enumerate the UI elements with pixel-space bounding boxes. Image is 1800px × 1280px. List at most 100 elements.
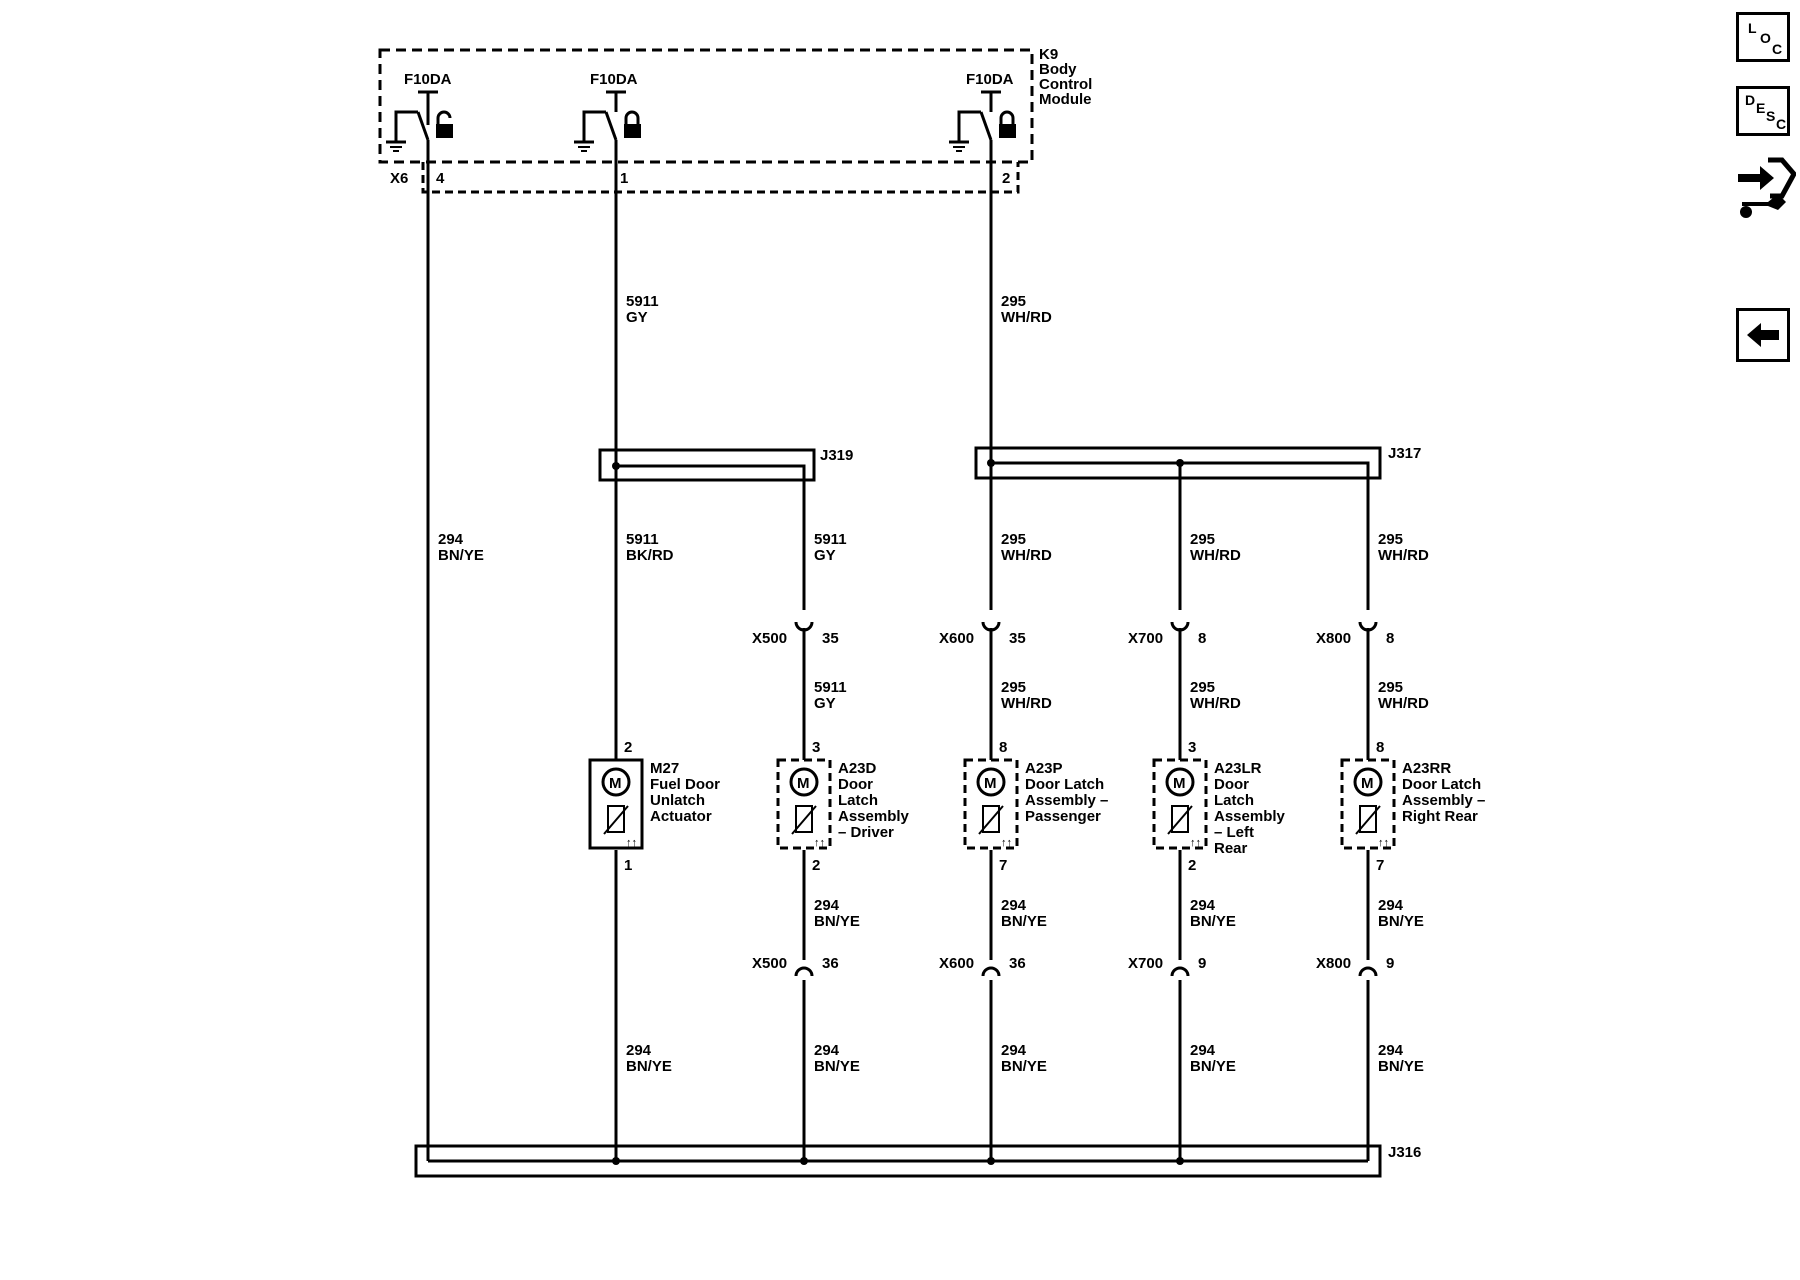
pin-label: 4 <box>436 170 445 187</box>
output-switch: F10DA 4 <box>386 71 453 187</box>
inline-connector: X800 8 <box>1316 621 1394 647</box>
svg-text:X500: X500 <box>752 630 787 647</box>
svg-text:2: 2 <box>812 857 820 874</box>
svg-text:X800: X800 <box>1316 630 1351 647</box>
svg-text:WH/RD: WH/RD <box>1378 695 1429 712</box>
svg-text:295: 295 <box>1001 679 1026 696</box>
svg-text:X600: X600 <box>939 630 974 647</box>
svg-text:Passenger: Passenger <box>1025 808 1101 825</box>
svg-text:8: 8 <box>1386 630 1394 647</box>
motor-icon: M <box>1353 767 1383 797</box>
loc-letter: O <box>1760 30 1771 46</box>
body-control-module: K9 Body Control Module X6 <box>378 46 1092 194</box>
svg-text:Assembly –: Assembly – <box>1402 792 1485 809</box>
svg-text:294: 294 <box>438 531 464 548</box>
svg-text:8: 8 <box>1376 739 1384 756</box>
svg-text:M: M <box>797 775 810 792</box>
description-icon[interactable]: D E S C <box>1736 86 1790 136</box>
door-latch-left-rear: 3 M ↑↑ 2 A23LR Door Latch Assembly – Lef… <box>1152 739 1286 874</box>
svg-text:36: 36 <box>822 955 839 972</box>
svg-text:5911: 5911 <box>626 531 659 548</box>
output-switch: F10DA 1 <box>574 71 641 187</box>
loc-letter: L <box>1748 20 1757 36</box>
svg-text:M: M <box>1361 775 1374 792</box>
svg-text:WH/RD: WH/RD <box>1378 547 1429 564</box>
svg-text:295: 295 <box>1378 531 1403 548</box>
module-name-line: Control <box>1039 76 1092 93</box>
unlock-icon <box>436 110 453 138</box>
svg-text:295: 295 <box>1190 679 1215 696</box>
desc-letter: D <box>1745 92 1756 108</box>
svg-text:8: 8 <box>1198 630 1206 647</box>
svg-text:294: 294 <box>1378 897 1404 914</box>
motor-icon: M <box>976 767 1006 797</box>
svg-text:BN/YE: BN/YE <box>1190 913 1236 930</box>
svg-text:5911: 5911 <box>814 679 847 696</box>
svg-text:X800: X800 <box>1316 955 1351 972</box>
svg-text:Door Latch: Door Latch <box>1025 776 1104 793</box>
svg-text:↑↑: ↑↑ <box>1001 837 1012 849</box>
svg-text:Assembly: Assembly <box>838 808 910 825</box>
svg-text:BN/YE: BN/YE <box>814 1058 860 1075</box>
output-label: F10DA <box>404 71 452 88</box>
svg-text:WH/RD: WH/RD <box>1190 695 1241 712</box>
wire-segments <box>802 628 1370 1161</box>
svg-text:295: 295 <box>1001 531 1026 548</box>
svg-text:36: 36 <box>1009 955 1026 972</box>
inline-connector: X800 9 <box>1316 955 1394 977</box>
svg-text:Assembly: Assembly <box>1214 808 1286 825</box>
location-icon[interactable]: L O C <box>1736 12 1790 62</box>
module-name-line: Body <box>1039 61 1077 78</box>
svg-text:↑↑: ↑↑ <box>814 837 825 849</box>
svg-text:Door: Door <box>838 776 873 793</box>
svg-text:BN/YE: BN/YE <box>1001 1058 1047 1075</box>
svg-text:M: M <box>984 775 997 792</box>
svg-text:BN/YE: BN/YE <box>1378 913 1424 930</box>
svg-text:WH/RD: WH/RD <box>1190 547 1241 564</box>
svg-text:1: 1 <box>624 857 632 874</box>
connector-wrench-icon[interactable] <box>1734 152 1798 222</box>
inline-connector: X500 35 <box>752 621 839 647</box>
svg-text:294: 294 <box>1190 897 1216 914</box>
output-label: F10DA <box>590 71 638 88</box>
pin-label: 1 <box>620 170 628 187</box>
position-sensor-icon: ↑↑ <box>791 805 825 849</box>
svg-text:BN/YE: BN/YE <box>1001 913 1047 930</box>
motor-icon: M <box>789 767 819 797</box>
back-arrow-icon[interactable] <box>1736 308 1790 362</box>
loc-letter: C <box>1772 41 1783 57</box>
svg-text:X700: X700 <box>1128 630 1163 647</box>
door-latch-passenger: 8 M ↑↑ 7 A23P Door Latch Assembly – Pass… <box>963 739 1108 874</box>
svg-text:Rear: Rear <box>1214 840 1248 857</box>
svg-text:A23RR: A23RR <box>1402 760 1451 777</box>
inline-connector: X700 9 <box>1128 955 1206 977</box>
svg-text:295: 295 <box>1190 531 1215 548</box>
svg-text:BN/YE: BN/YE <box>1190 1058 1236 1075</box>
lock-icon <box>999 110 1016 138</box>
splice-j316: J316 <box>414 1144 1421 1178</box>
svg-text:WH/RD: WH/RD <box>1001 309 1052 326</box>
svg-text:Right Rear: Right Rear <box>1402 808 1478 825</box>
svg-text:Latch: Latch <box>1214 792 1254 809</box>
svg-text:↑↑: ↑↑ <box>626 837 637 849</box>
desc-letter: C <box>1776 116 1787 132</box>
output-label: F10DA <box>966 71 1014 88</box>
svg-text:35: 35 <box>822 630 839 647</box>
svg-text:8: 8 <box>999 739 1007 756</box>
svg-text:Unlatch: Unlatch <box>650 792 705 809</box>
svg-text:7: 7 <box>1376 857 1384 874</box>
svg-text:↑↑: ↑↑ <box>1190 837 1201 849</box>
